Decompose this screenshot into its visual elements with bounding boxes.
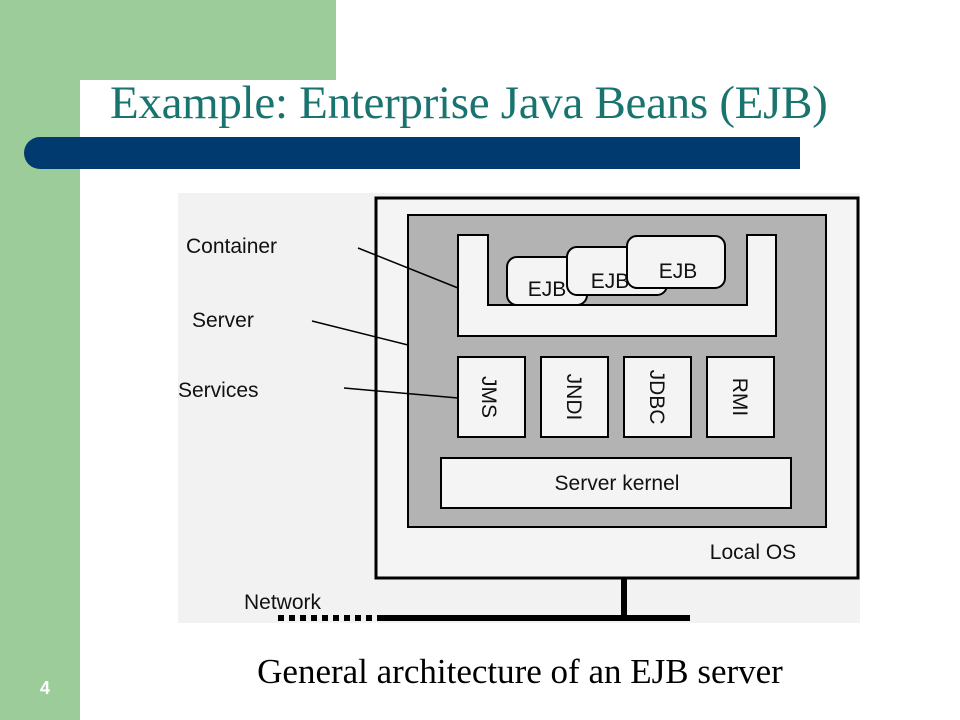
- network-label: Network: [244, 591, 322, 614]
- service-label: RMI: [728, 378, 751, 417]
- container-leader-line: [357, 247, 459, 289]
- server-leader-line: [311, 320, 409, 346]
- local-os-label: Local OS: [710, 541, 796, 564]
- service-rmi: RMI: [706, 356, 775, 438]
- title-underline-bar: [24, 137, 800, 169]
- left-accent-band: [0, 0, 80, 720]
- service-label: JNDI: [562, 374, 585, 421]
- services-leader-line: [343, 387, 459, 399]
- container-box: [457, 234, 777, 337]
- ejb-bean-label: EJB: [528, 278, 567, 301]
- server-label: Server: [192, 309, 254, 332]
- ejb-bean-3: EJB: [626, 235, 726, 289]
- service-label: JDBC: [645, 370, 668, 425]
- ejb-bean-label: EJB: [659, 260, 698, 283]
- service-jms: JMS: [457, 356, 526, 438]
- service-jndi: JNDI: [540, 356, 609, 438]
- container-label: Container: [186, 235, 277, 258]
- service-jdbc: JDBC: [623, 356, 692, 438]
- server-kernel-label: Server kernel: [555, 472, 680, 495]
- services-label: Services: [178, 379, 259, 402]
- slide-number: 4: [39, 678, 50, 698]
- service-label: JMS: [477, 376, 500, 418]
- ejb-bean-label: EJB: [591, 270, 630, 293]
- diagram-caption: General architecture of an EJB server: [257, 652, 783, 691]
- slide-title: Example: Enterprise Java Beans (EJB): [110, 77, 828, 129]
- ejb-architecture-diagram: EJB EJB EJB JMS JNDI JDBC RMI Server ker…: [178, 193, 860, 623]
- top-accent-band: [80, 0, 336, 80]
- server-kernel-box: [440, 457, 792, 509]
